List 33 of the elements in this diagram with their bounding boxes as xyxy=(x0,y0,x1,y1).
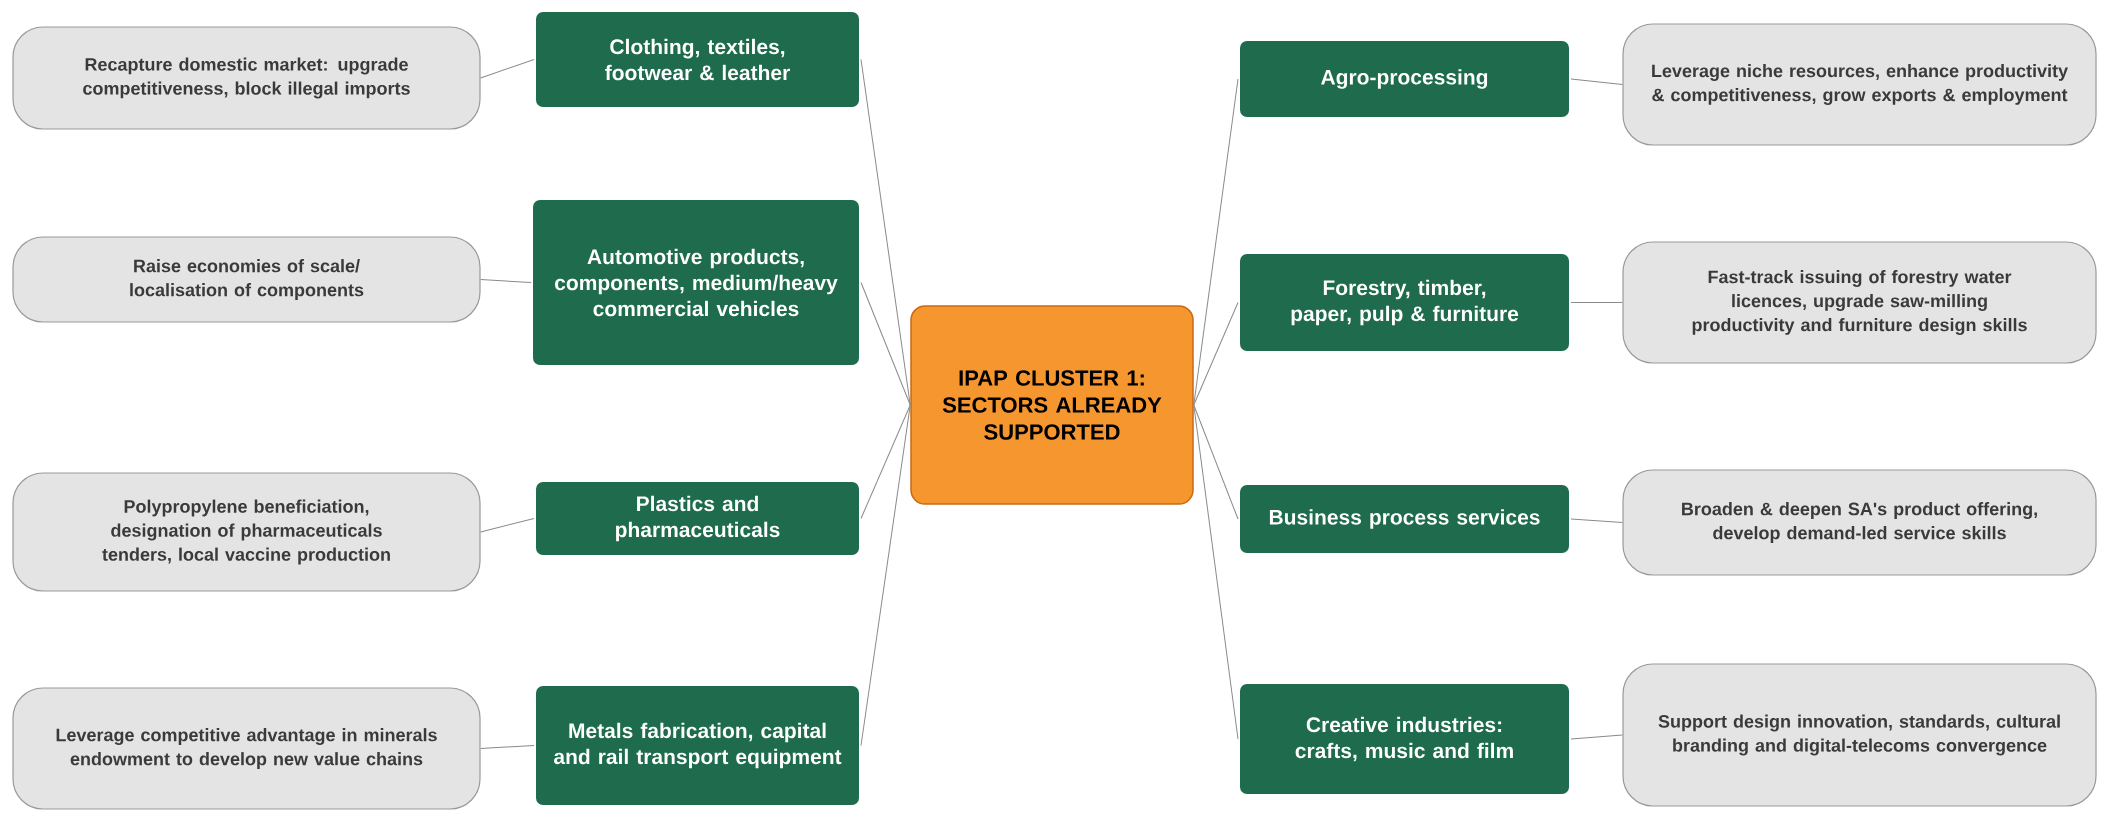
goal-box: Raise economies of scale/ localisation of components xyxy=(12,236,481,323)
sector-box: Business process services xyxy=(1238,483,1571,555)
goal-box: Broaden & deepen SA's product offering, develop demand-led service skills xyxy=(1622,469,2097,576)
sector-box: Clothing, textiles, footwear & leather xyxy=(534,10,861,109)
connector-line xyxy=(1193,404,1239,740)
goal-box: Recapture domestic market: upgrade competitiveness, block illegal imports xyxy=(12,26,481,130)
goal-box: Leverage niche resources, enhance productivity & competitiveness, grow exports & employment xyxy=(1622,23,2097,146)
connector-line xyxy=(860,404,911,746)
hub-box: IPAP CLUSTER 1: SECTORS ALREADY SUPPORTED xyxy=(910,305,1194,505)
connector-line xyxy=(480,59,535,79)
connector-line xyxy=(860,59,911,406)
goal-box: Leverage competitive advantage in minerals endowment to develop new value chains xyxy=(12,687,481,810)
connector-line xyxy=(860,282,911,406)
connector-line xyxy=(1193,78,1239,406)
sector-box: Agro-processing xyxy=(1238,39,1571,119)
sector-box: Metals fabrication, capital and rail transport equipment xyxy=(534,684,861,807)
connector-line xyxy=(1570,734,1623,740)
sector-box: Automotive products, components, medium/heavy commercial vehicles xyxy=(531,198,861,367)
goal-box: Support design innovation, standards, cultural branding and digital-telecoms convergence xyxy=(1622,663,2097,807)
connector-line xyxy=(480,279,532,283)
connector-line xyxy=(1193,404,1239,520)
sector-box: Forestry, timber, paper, pulp & furniture xyxy=(1238,252,1571,353)
connector-line xyxy=(860,404,911,519)
connector-line xyxy=(480,745,535,749)
connector-line xyxy=(1193,302,1239,406)
sector-box: Creative industries: crafts, music and film xyxy=(1238,682,1571,796)
connector-line xyxy=(1570,302,1623,303)
connector-line xyxy=(1570,518,1623,523)
connector-line xyxy=(480,518,535,533)
connector-line xyxy=(1570,78,1623,85)
goal-box: Fast-track issuing of forestry water licences, upgrade saw-milling productivity and furniture design skills xyxy=(1622,241,2097,364)
goal-box: Polypropylene beneficiation, designation of pharmaceuticals tenders, local vaccine production xyxy=(12,472,481,592)
sector-box: Plastics and pharmaceuticals xyxy=(534,480,861,557)
